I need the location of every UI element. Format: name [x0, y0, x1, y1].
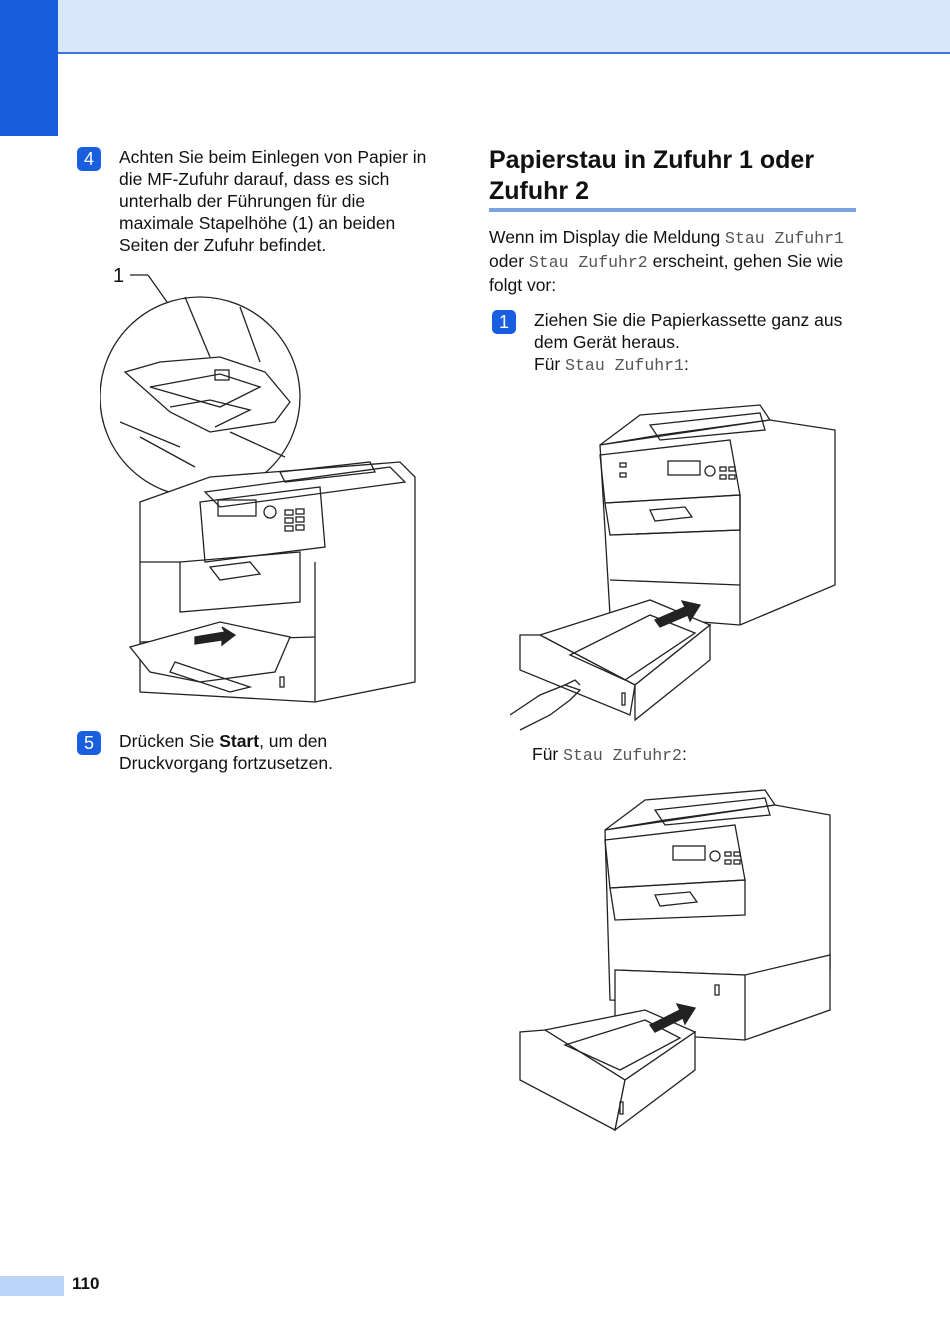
page-number-bar — [0, 1276, 64, 1296]
step-4: 4 Achten Sie beim Einlegen von Papier in… — [77, 146, 442, 256]
step-5: 5 Drücken Sie Start, um den Druckvorgang… — [77, 730, 407, 774]
message-stau-zufuhr2: Stau Zufuhr2 — [528, 253, 648, 272]
message-stau-zufuhr1: Stau Zufuhr1 — [725, 229, 844, 248]
step-5-text-a: Drücken Sie — [119, 731, 220, 751]
for-colon-2: : — [681, 744, 687, 764]
mf-tray-loading-illustration — [100, 262, 430, 712]
step-1-instruction: Ziehen Sie die Papierkassette ganz aus d… — [534, 310, 843, 352]
step-number-badge: 5 — [77, 731, 101, 755]
for-label-1: Für — [534, 354, 566, 374]
tray2-removal-illustration — [515, 770, 835, 1140]
page-number: 110 — [72, 1274, 100, 1293]
step-number-badge: 1 — [492, 310, 516, 334]
for-colon-1: : — [683, 354, 689, 374]
step-1: 1 Ziehen Sie die Papierkassette ganz aus… — [492, 309, 862, 377]
for-code-2: Stau Zufuhr2 — [563, 746, 682, 765]
heading-underline — [489, 208, 856, 212]
step-5-text-b: , um den Druckvorgang fortzusetzen. — [119, 731, 333, 773]
page-header-band — [0, 0, 950, 54]
intro-paragraph: Wenn im Display die Meldung Stau Zufuhr1… — [489, 226, 859, 296]
intro-text-2: oder — [489, 251, 529, 271]
intro-text-1: Wenn im Display die Meldung — [489, 227, 726, 247]
step-number-badge: 4 — [77, 147, 101, 171]
step-4-text: Achten Sie beim Einlegen von Papier in d… — [119, 147, 427, 255]
tray1-removal-illustration — [510, 385, 840, 735]
section-heading: Papierstau in Zufuhr 1 oder Zufuhr 2 — [489, 146, 815, 205]
start-key-label: Start — [219, 731, 260, 751]
for-label-2: Für — [532, 744, 564, 764]
step-5-text: Drücken Sie Start, um den Druckvorgang f… — [119, 730, 407, 774]
intro-text-3: erscheint, gehen Sie wie folgt vor: — [489, 251, 844, 295]
callout-label-1: 1 — [113, 265, 125, 287]
chapter-tab — [0, 0, 58, 136]
for-label-2-line: Für Stau Zufuhr2: — [532, 743, 687, 767]
step-1-text: Ziehen Sie die Papierkassette ganz aus d… — [534, 309, 862, 377]
for-code-1: Stau Zufuhr1 — [565, 356, 684, 375]
